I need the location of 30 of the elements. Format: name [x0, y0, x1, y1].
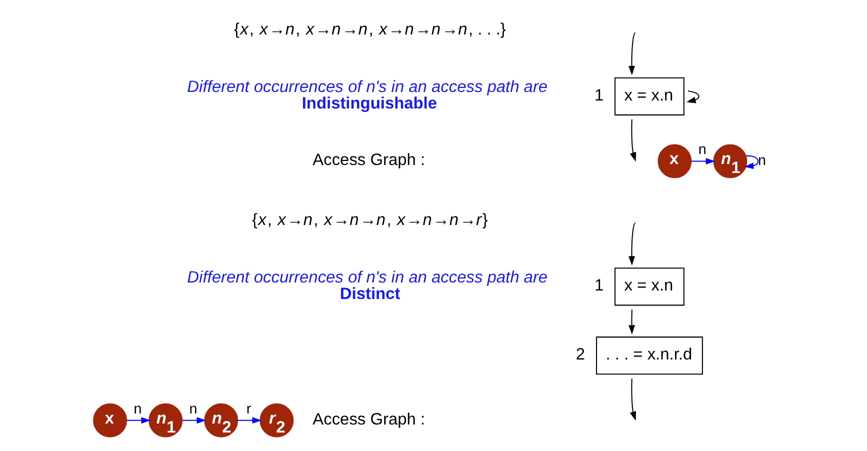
node-label: 2: [576, 344, 586, 363]
node-circle: x: [658, 144, 692, 178]
arrow: [630, 378, 636, 420]
node-label: 1: [594, 276, 604, 294]
arrow: [691, 157, 716, 164]
arrow: [628, 309, 635, 334]
edge-label: n: [189, 400, 198, 417]
label: Different occurrences of n's in an access path are Distinct: [187, 268, 548, 302]
arrow: [686, 90, 700, 103]
arrow: [744, 154, 758, 169]
label: Access Graph :: [312, 410, 426, 428]
arrow: [126, 416, 150, 424]
label: Different occurrences of n's in an access path are Indistinguishable: [187, 78, 548, 112]
label: {x, x→n, x→n→n, x→n→n→r}: [252, 210, 488, 228]
node-label: 1: [594, 86, 604, 104]
node-box: . . . = x.n.r.d: [596, 336, 703, 374]
label: {x, x→n, x→n→n, x→n→n→n, . . .}: [234, 20, 506, 38]
edge-label: r: [246, 400, 252, 417]
arrow: [238, 416, 262, 424]
label: Access Graph :: [312, 150, 426, 169]
arrow: [628, 222, 636, 265]
edge-label: n: [698, 142, 706, 158]
arrow: [628, 32, 636, 75]
node-circle: x: [93, 402, 128, 437]
node-box: x = x.n: [614, 76, 684, 115]
arrow: [182, 416, 206, 424]
edge-label: n: [134, 400, 142, 417]
arrow: [630, 118, 636, 162]
node-box: x = x.n: [614, 267, 684, 306]
edge-label: n: [758, 152, 766, 169]
